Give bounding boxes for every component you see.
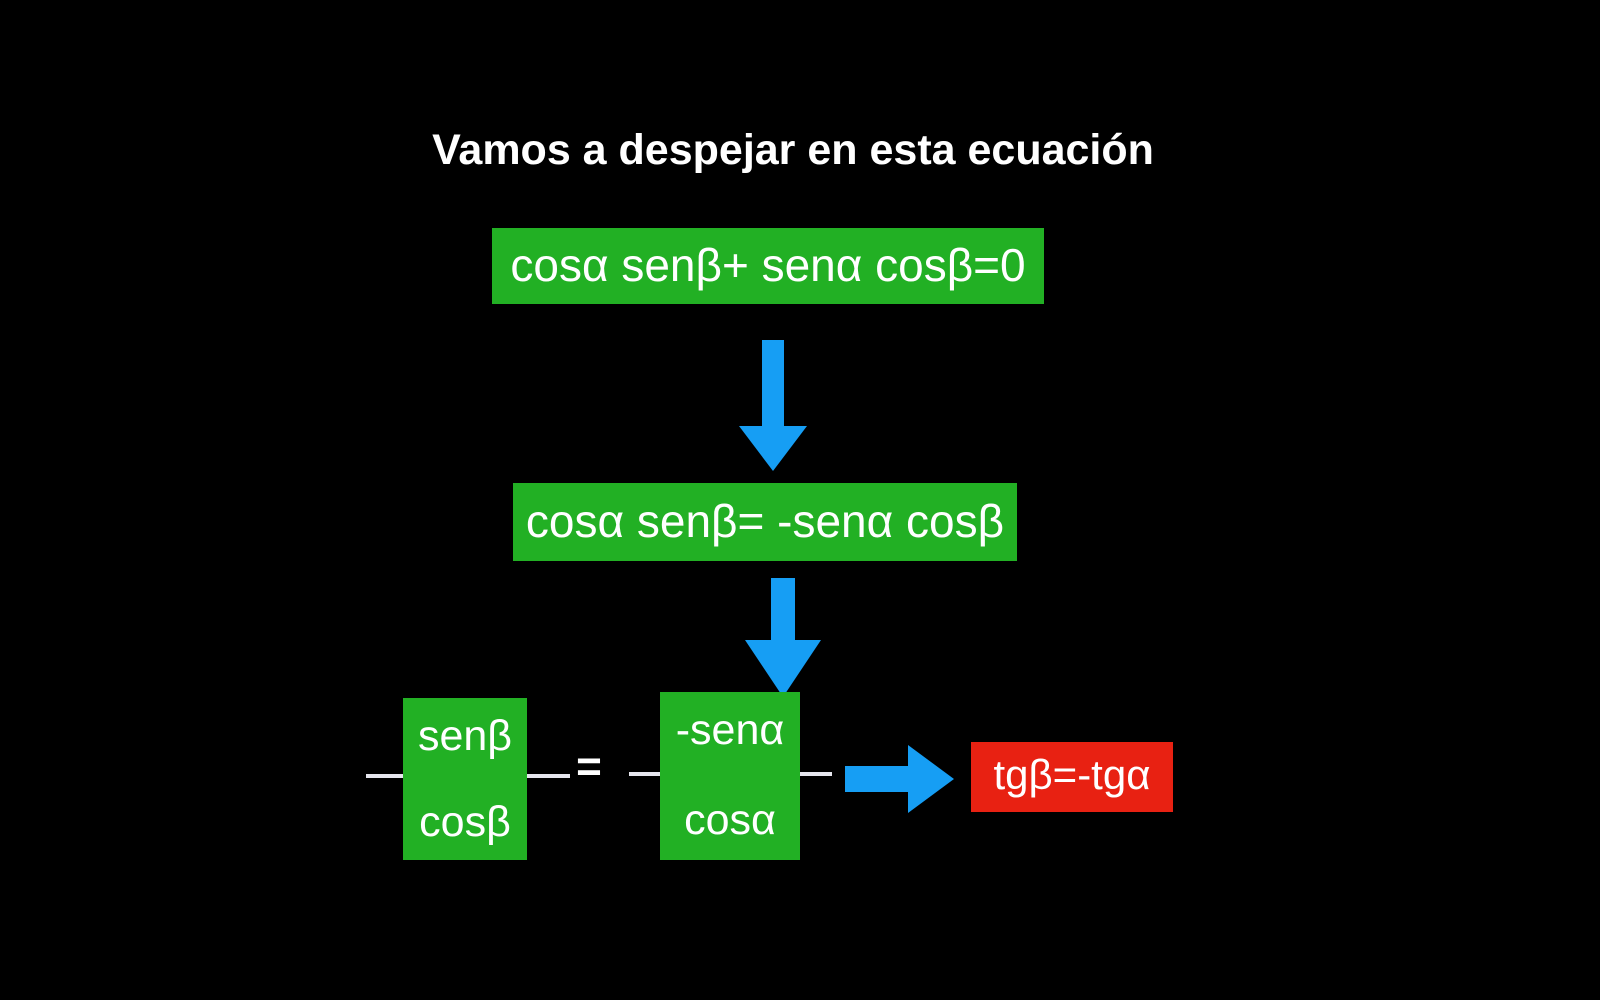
equation-box-1: cosα senβ+ senα cosβ=0	[492, 228, 1044, 304]
equation-1-text: cosα senβ+ senα cosβ=0	[510, 239, 1026, 291]
fraction-box-left: senβ cosβ	[403, 698, 527, 860]
fraction-left-denominator: cosβ	[419, 798, 511, 846]
down-arrow-icon-2	[744, 578, 822, 698]
fraction-right-denominator: cosα	[684, 796, 776, 844]
fraction-right-numerator: -senα	[675, 706, 785, 754]
right-arrow-icon	[845, 744, 955, 814]
equals-sign: =	[576, 742, 602, 791]
fraction-left-numerator: senβ	[417, 712, 513, 760]
result-text: tgβ=-tgα	[993, 751, 1151, 798]
page-title: Vamos a despejar en esta ecuación	[432, 126, 1154, 174]
equation-box-2: cosα senβ= -senα cosβ	[513, 483, 1017, 561]
down-arrow-icon-1	[738, 340, 808, 472]
equation-2-text: cosα senβ= -senα cosβ	[525, 495, 1005, 547]
result-box: tgβ=-tgα	[971, 742, 1173, 812]
fraction-box-right: -senα cosα	[660, 692, 800, 860]
